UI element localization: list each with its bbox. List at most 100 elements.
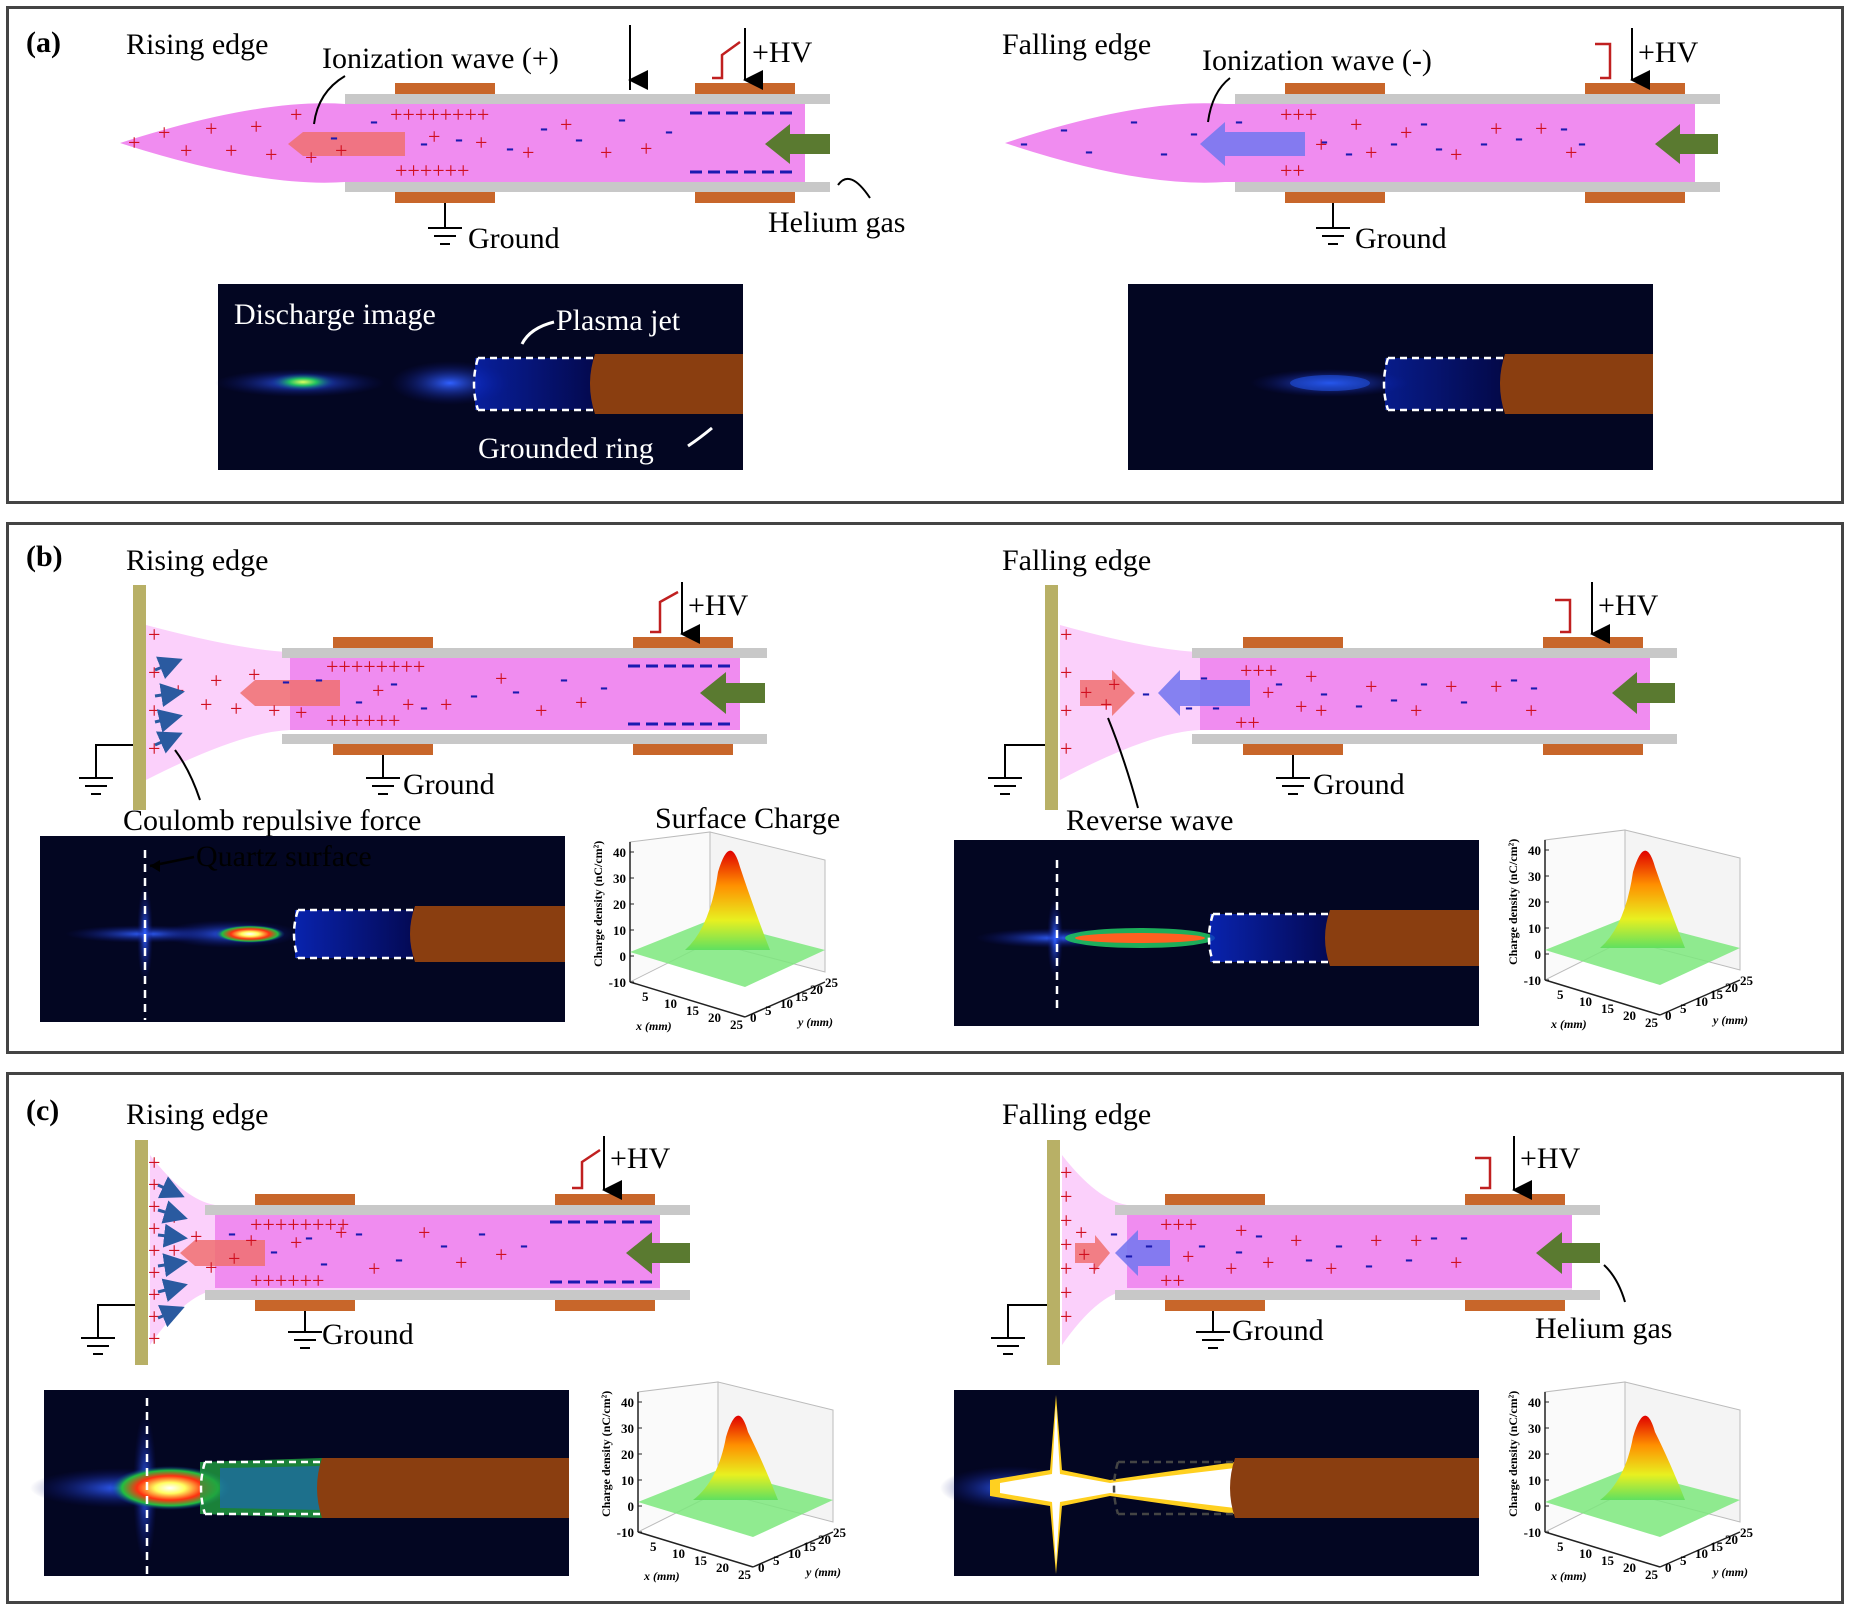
panel-a-wave-plus-label: Ionization wave (+) bbox=[322, 42, 559, 75]
svg-text:+: + bbox=[210, 668, 222, 693]
svg-text:+: + bbox=[148, 1216, 160, 1241]
svg-text:+: + bbox=[535, 698, 547, 723]
svg-text:+: + bbox=[190, 1224, 202, 1249]
svg-text:0: 0 bbox=[1665, 1008, 1672, 1023]
minus-charges: --------- bbox=[330, 106, 673, 161]
svg-text:25: 25 bbox=[730, 1017, 744, 1032]
panel-b-rising-title: Rising edge bbox=[126, 544, 269, 577]
svg-text:25: 25 bbox=[1645, 1567, 1659, 1582]
svg-text:-: - bbox=[520, 1232, 528, 1258]
svg-text:+: + bbox=[1080, 680, 1092, 705]
svg-text:+: + bbox=[1060, 1160, 1072, 1185]
svg-text:++++++: ++++++ bbox=[326, 708, 400, 733]
svg-text:-: - bbox=[478, 1220, 486, 1246]
svg-text:+: + bbox=[495, 1242, 507, 1267]
svg-text:+: + bbox=[148, 1238, 160, 1263]
svg-text:-: - bbox=[270, 1238, 278, 1264]
svg-text:+: + bbox=[1108, 672, 1120, 697]
svg-text:15: 15 bbox=[803, 1539, 817, 1554]
panel-a-discharge-image-falling bbox=[1128, 284, 1653, 470]
svg-text:10: 10 bbox=[1695, 994, 1708, 1009]
svg-text:-: - bbox=[1305, 1246, 1313, 1272]
svg-text:20: 20 bbox=[621, 1447, 634, 1462]
svg-text:10: 10 bbox=[1528, 1473, 1541, 1488]
svg-text:++++++++: ++++++++ bbox=[326, 654, 425, 679]
svg-text:-: - bbox=[1460, 688, 1468, 714]
tube-bottom-wall bbox=[345, 182, 830, 192]
hv-electrode-bottom bbox=[695, 192, 795, 203]
svg-text:40: 40 bbox=[1528, 1395, 1541, 1410]
panel-a-falling-title: Falling edge bbox=[1002, 28, 1151, 61]
svg-text:20: 20 bbox=[1623, 1008, 1636, 1023]
svg-text:20: 20 bbox=[1528, 895, 1541, 910]
svg-text:-: - bbox=[395, 1246, 403, 1272]
svg-text:+++: +++ bbox=[1280, 102, 1317, 127]
svg-text:+: + bbox=[1450, 1250, 1462, 1275]
svg-text:+: + bbox=[1100, 692, 1112, 717]
svg-text:Charge density (nC/cm²): Charge density (nC/cm²) bbox=[599, 1391, 613, 1517]
coulomb-force-arrows bbox=[157, 1176, 188, 1328]
svg-text:+: + bbox=[600, 140, 612, 165]
svg-text:15: 15 bbox=[686, 1003, 700, 1018]
svg-text:25: 25 bbox=[1740, 973, 1754, 988]
svg-text:Charge density (nC/cm²): Charge density (nC/cm²) bbox=[1506, 1391, 1520, 1517]
svg-text:+: + bbox=[418, 1220, 430, 1245]
svg-text:+: + bbox=[265, 142, 277, 167]
svg-text:-: - bbox=[1320, 128, 1328, 154]
svg-text:+: + bbox=[1365, 674, 1377, 699]
svg-text:-: - bbox=[1578, 130, 1586, 156]
svg-text:10: 10 bbox=[613, 923, 626, 938]
svg-text:+: + bbox=[1365, 140, 1377, 165]
svg-text:10: 10 bbox=[780, 996, 793, 1011]
svg-text:-: - bbox=[1460, 1224, 1468, 1250]
svg-text:+: + bbox=[440, 692, 452, 717]
svg-text:+: + bbox=[1370, 1228, 1382, 1253]
svg-text:+: + bbox=[522, 140, 534, 165]
svg-text:-: - bbox=[420, 694, 428, 720]
panel-a-letter: (a) bbox=[26, 26, 61, 59]
svg-text:+++: +++ bbox=[1160, 1212, 1197, 1237]
svg-text:0: 0 bbox=[620, 949, 627, 964]
svg-text:-10: -10 bbox=[1524, 1525, 1541, 1540]
helium-gas-arrow bbox=[1655, 124, 1718, 164]
svg-text:-: - bbox=[1235, 1238, 1243, 1264]
svg-text:-: - bbox=[282, 668, 290, 694]
ground-electrode-top bbox=[395, 83, 495, 94]
svg-text:+: + bbox=[1305, 664, 1317, 689]
svg-text:+: + bbox=[428, 124, 440, 149]
ionization-wave-arrow bbox=[1200, 122, 1305, 166]
svg-text:+: + bbox=[1235, 1218, 1247, 1243]
svg-text:5: 5 bbox=[1680, 1553, 1687, 1568]
helium-label: Helium gas bbox=[1535, 1312, 1672, 1345]
svg-text:++++++: ++++++ bbox=[250, 1268, 324, 1293]
hv-label: +HV bbox=[752, 36, 813, 69]
svg-text:x (mm): x (mm) bbox=[1550, 1017, 1587, 1031]
svg-text:+: + bbox=[640, 136, 652, 161]
svg-text:-: - bbox=[1345, 140, 1353, 166]
svg-text:-: - bbox=[455, 126, 463, 152]
svg-text:-: - bbox=[506, 135, 514, 161]
svg-text:-: - bbox=[1145, 1232, 1153, 1258]
svg-text:-: - bbox=[618, 106, 626, 132]
svg-text:+: + bbox=[1295, 694, 1307, 719]
svg-text:+: + bbox=[1075, 1220, 1087, 1245]
svg-text:-: - bbox=[355, 688, 363, 714]
svg-text:30: 30 bbox=[621, 1421, 634, 1436]
svg-text:10: 10 bbox=[788, 1546, 801, 1561]
svg-text:25: 25 bbox=[1645, 1015, 1659, 1030]
svg-text:+: + bbox=[368, 1256, 380, 1281]
tube-top-wall bbox=[345, 94, 830, 104]
svg-text:+: + bbox=[1182, 1244, 1194, 1269]
svg-text:+: + bbox=[1410, 698, 1422, 723]
svg-text:20: 20 bbox=[810, 982, 823, 997]
panel-c-rising-device: ++++++++ ++++++ +++++++++ ++++++++++++ -… bbox=[81, 1136, 690, 1365]
svg-text:+: + bbox=[560, 112, 572, 137]
svg-text:-: - bbox=[1255, 1222, 1263, 1248]
plus-charges: +++++++++++++++++++++ bbox=[1060, 622, 1537, 761]
svg-text:-: - bbox=[1185, 694, 1193, 720]
svg-text:-: - bbox=[540, 115, 548, 141]
plus-charges: ++++++++ bbox=[390, 102, 489, 127]
svg-text:-: - bbox=[1190, 120, 1198, 146]
svg-text:-: - bbox=[1160, 140, 1168, 166]
svg-text:-: - bbox=[560, 666, 568, 692]
